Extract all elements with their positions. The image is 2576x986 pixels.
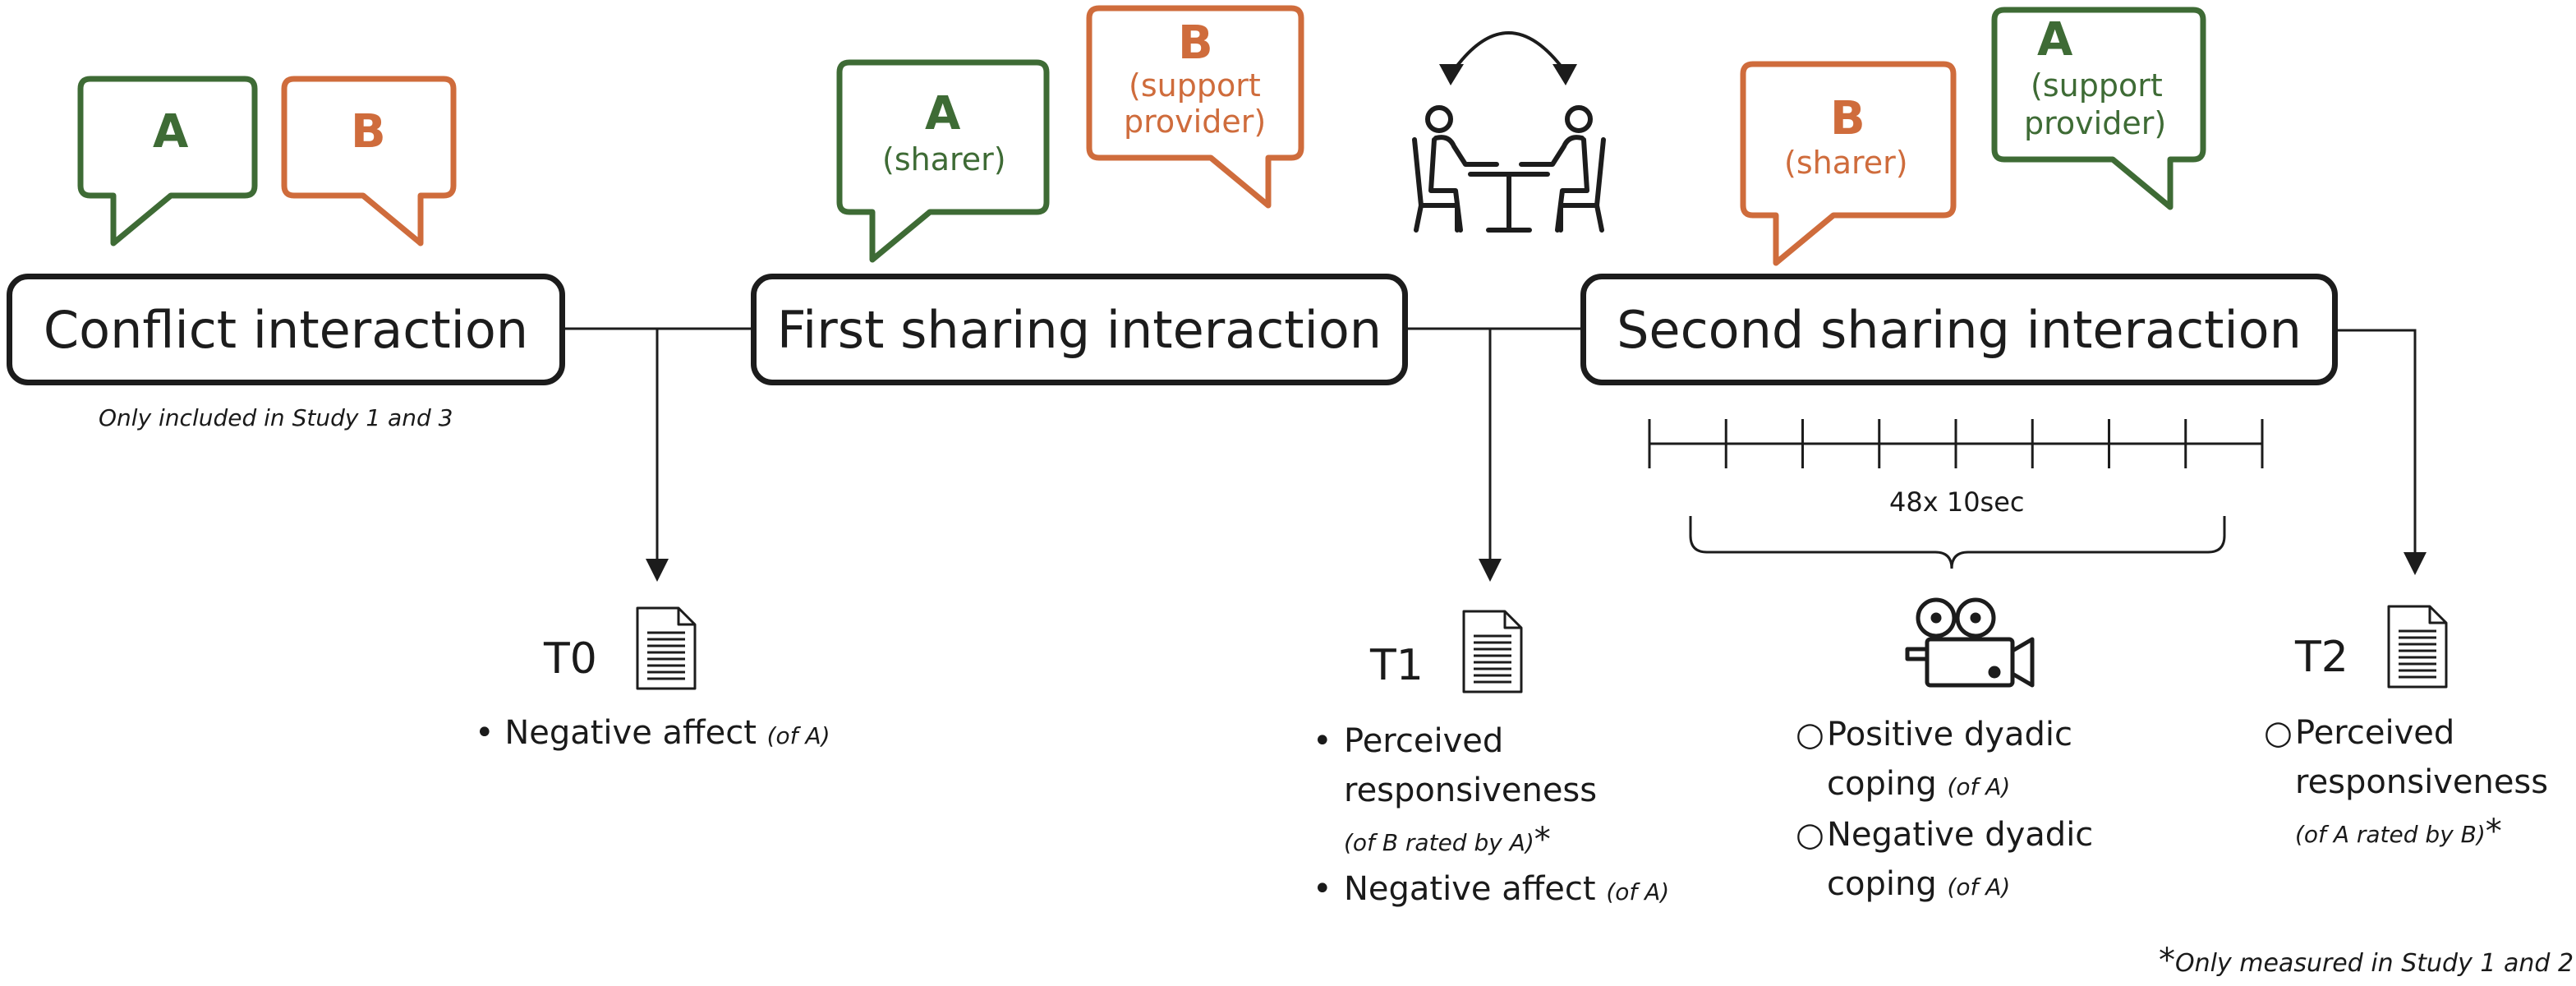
t2-label: T2 [2295, 633, 2348, 682]
video-item-1-line2: coping [1827, 865, 1937, 903]
bubble-first-a-letter: A [925, 87, 961, 141]
t0-item-negative-affect: • Negative affect (of A) [475, 708, 830, 761]
video-item-negative-dyadic-coping: ○Negative dyadic coping (of A) [1796, 810, 2093, 912]
video-camera-icon [1905, 597, 2035, 688]
t0-document-icon [636, 606, 697, 690]
bubble-first-b-letter: B [1178, 16, 1213, 70]
t2-item-0-bullet: ○ [2264, 714, 2293, 752]
t1-item-perceived-responsiveness: • Perceived responsiveness (of B rated by… [1313, 716, 1597, 868]
t0-item-bullet: • [475, 714, 494, 752]
bubble-first-a-sub: (sharer) [882, 141, 1006, 177]
bracket-icon [1689, 516, 2226, 569]
bubble-second-b-letter: B [1830, 92, 1865, 145]
video-item-0-line1: Positive dyadic [1827, 716, 2072, 753]
people-at-table-icon [1412, 105, 1606, 233]
bubble-conflict-b-letter: B [351, 105, 386, 159]
t2-item-0-line2: responsiveness [2295, 763, 2549, 801]
bubble-conflict-a [77, 76, 258, 246]
timeline-ticks [1648, 419, 2264, 468]
footnote: *Only measured in Study 1 and 2 [2159, 942, 2574, 979]
t2-item-0-star: * [2485, 813, 2502, 850]
bubble-second-a-sub-line1: (support [2031, 67, 2163, 104]
bubble-first-b-sub-line1: (support [1129, 67, 1261, 104]
t0-item-note: (of A) [766, 722, 830, 749]
stage-conflict-interaction: Conflict interaction [7, 274, 565, 385]
t2-item-0-line1: Perceived [2295, 714, 2455, 752]
stage-second-label: Second sharing interaction [1617, 299, 2302, 360]
stage-conflict-label: Conflict interaction [43, 299, 529, 360]
t0-label: T0 [544, 634, 597, 684]
bubble-second-a-letter: A [2037, 13, 2073, 67]
stage-first-sharing-interaction: First sharing interaction [751, 274, 1408, 385]
arrow-to-t2 [2336, 329, 2417, 559]
bubble-conflict-b [281, 76, 457, 246]
video-item-1-bullet: ○ [1796, 816, 1824, 854]
bubble-second-a-sub-line2: provider) [2024, 105, 2167, 141]
t1-item-0-bullet: • [1313, 722, 1332, 760]
video-item-1-line1: Negative dyadic [1827, 816, 2094, 854]
video-item-1-note: (of A) [1947, 873, 2011, 901]
conflict-note: Only included in Study 1 and 3 [99, 404, 453, 431]
stage-second-sharing-interaction: Second sharing interaction [1580, 274, 2338, 385]
t1-item-0-star: * [1534, 821, 1551, 859]
t1-item-1-text: Negative affect [1344, 870, 1596, 908]
t1-item-0-note: (of B rated by A) [1344, 829, 1534, 856]
t2-document-icon [2387, 605, 2448, 689]
t2-item-0-note: (of A rated by B) [2295, 821, 2486, 848]
video-item-positive-dyadic-coping: ○Positive dyadic coping (of A) [1796, 710, 2072, 812]
bubble-second-b [1740, 61, 1957, 266]
arrow-to-t0-head [646, 559, 669, 582]
t1-item-1-bullet: • [1313, 870, 1332, 908]
timeline-label: 48x 10sec [1889, 486, 2025, 518]
arrow-to-t1-head [1479, 559, 1502, 582]
bubble-first-b-sub-line2: provider) [1124, 104, 1267, 140]
bubble-second-b-sub: (sharer) [1784, 145, 1908, 181]
video-item-0-line2: coping [1827, 765, 1937, 803]
bubble-first-a [836, 59, 1050, 263]
footnote-text: Only measured in Study 1 and 2 [2175, 949, 2574, 978]
bubble-first-b [1086, 5, 1304, 209]
stage-first-label: First sharing interaction [776, 299, 1382, 360]
arrow-to-t2-head [2404, 552, 2426, 575]
video-item-0-note: (of A) [1947, 773, 2011, 800]
t1-item-negative-affect: • Negative affect (of A) [1313, 864, 1669, 917]
t1-item-0-line1: Perceived [1344, 722, 1504, 760]
bubble-second-a [1991, 7, 2206, 210]
t0-item-text: Negative affect [504, 714, 757, 752]
swap-arrows-icon [1439, 31, 1577, 85]
t1-item-0-line2: responsiveness [1344, 772, 1598, 809]
t1-document-icon [1462, 610, 1523, 693]
t1-item-1-note: (of A) [1606, 878, 1670, 905]
t2-item-perceived-responsiveness: ○Perceived responsiveness (of A rated by… [2264, 708, 2548, 859]
t1-label: T1 [1370, 641, 1424, 690]
footnote-star: * [2159, 942, 2175, 979]
video-item-0-bullet: ○ [1796, 716, 1824, 753]
bubble-conflict-a-letter: A [153, 105, 189, 159]
